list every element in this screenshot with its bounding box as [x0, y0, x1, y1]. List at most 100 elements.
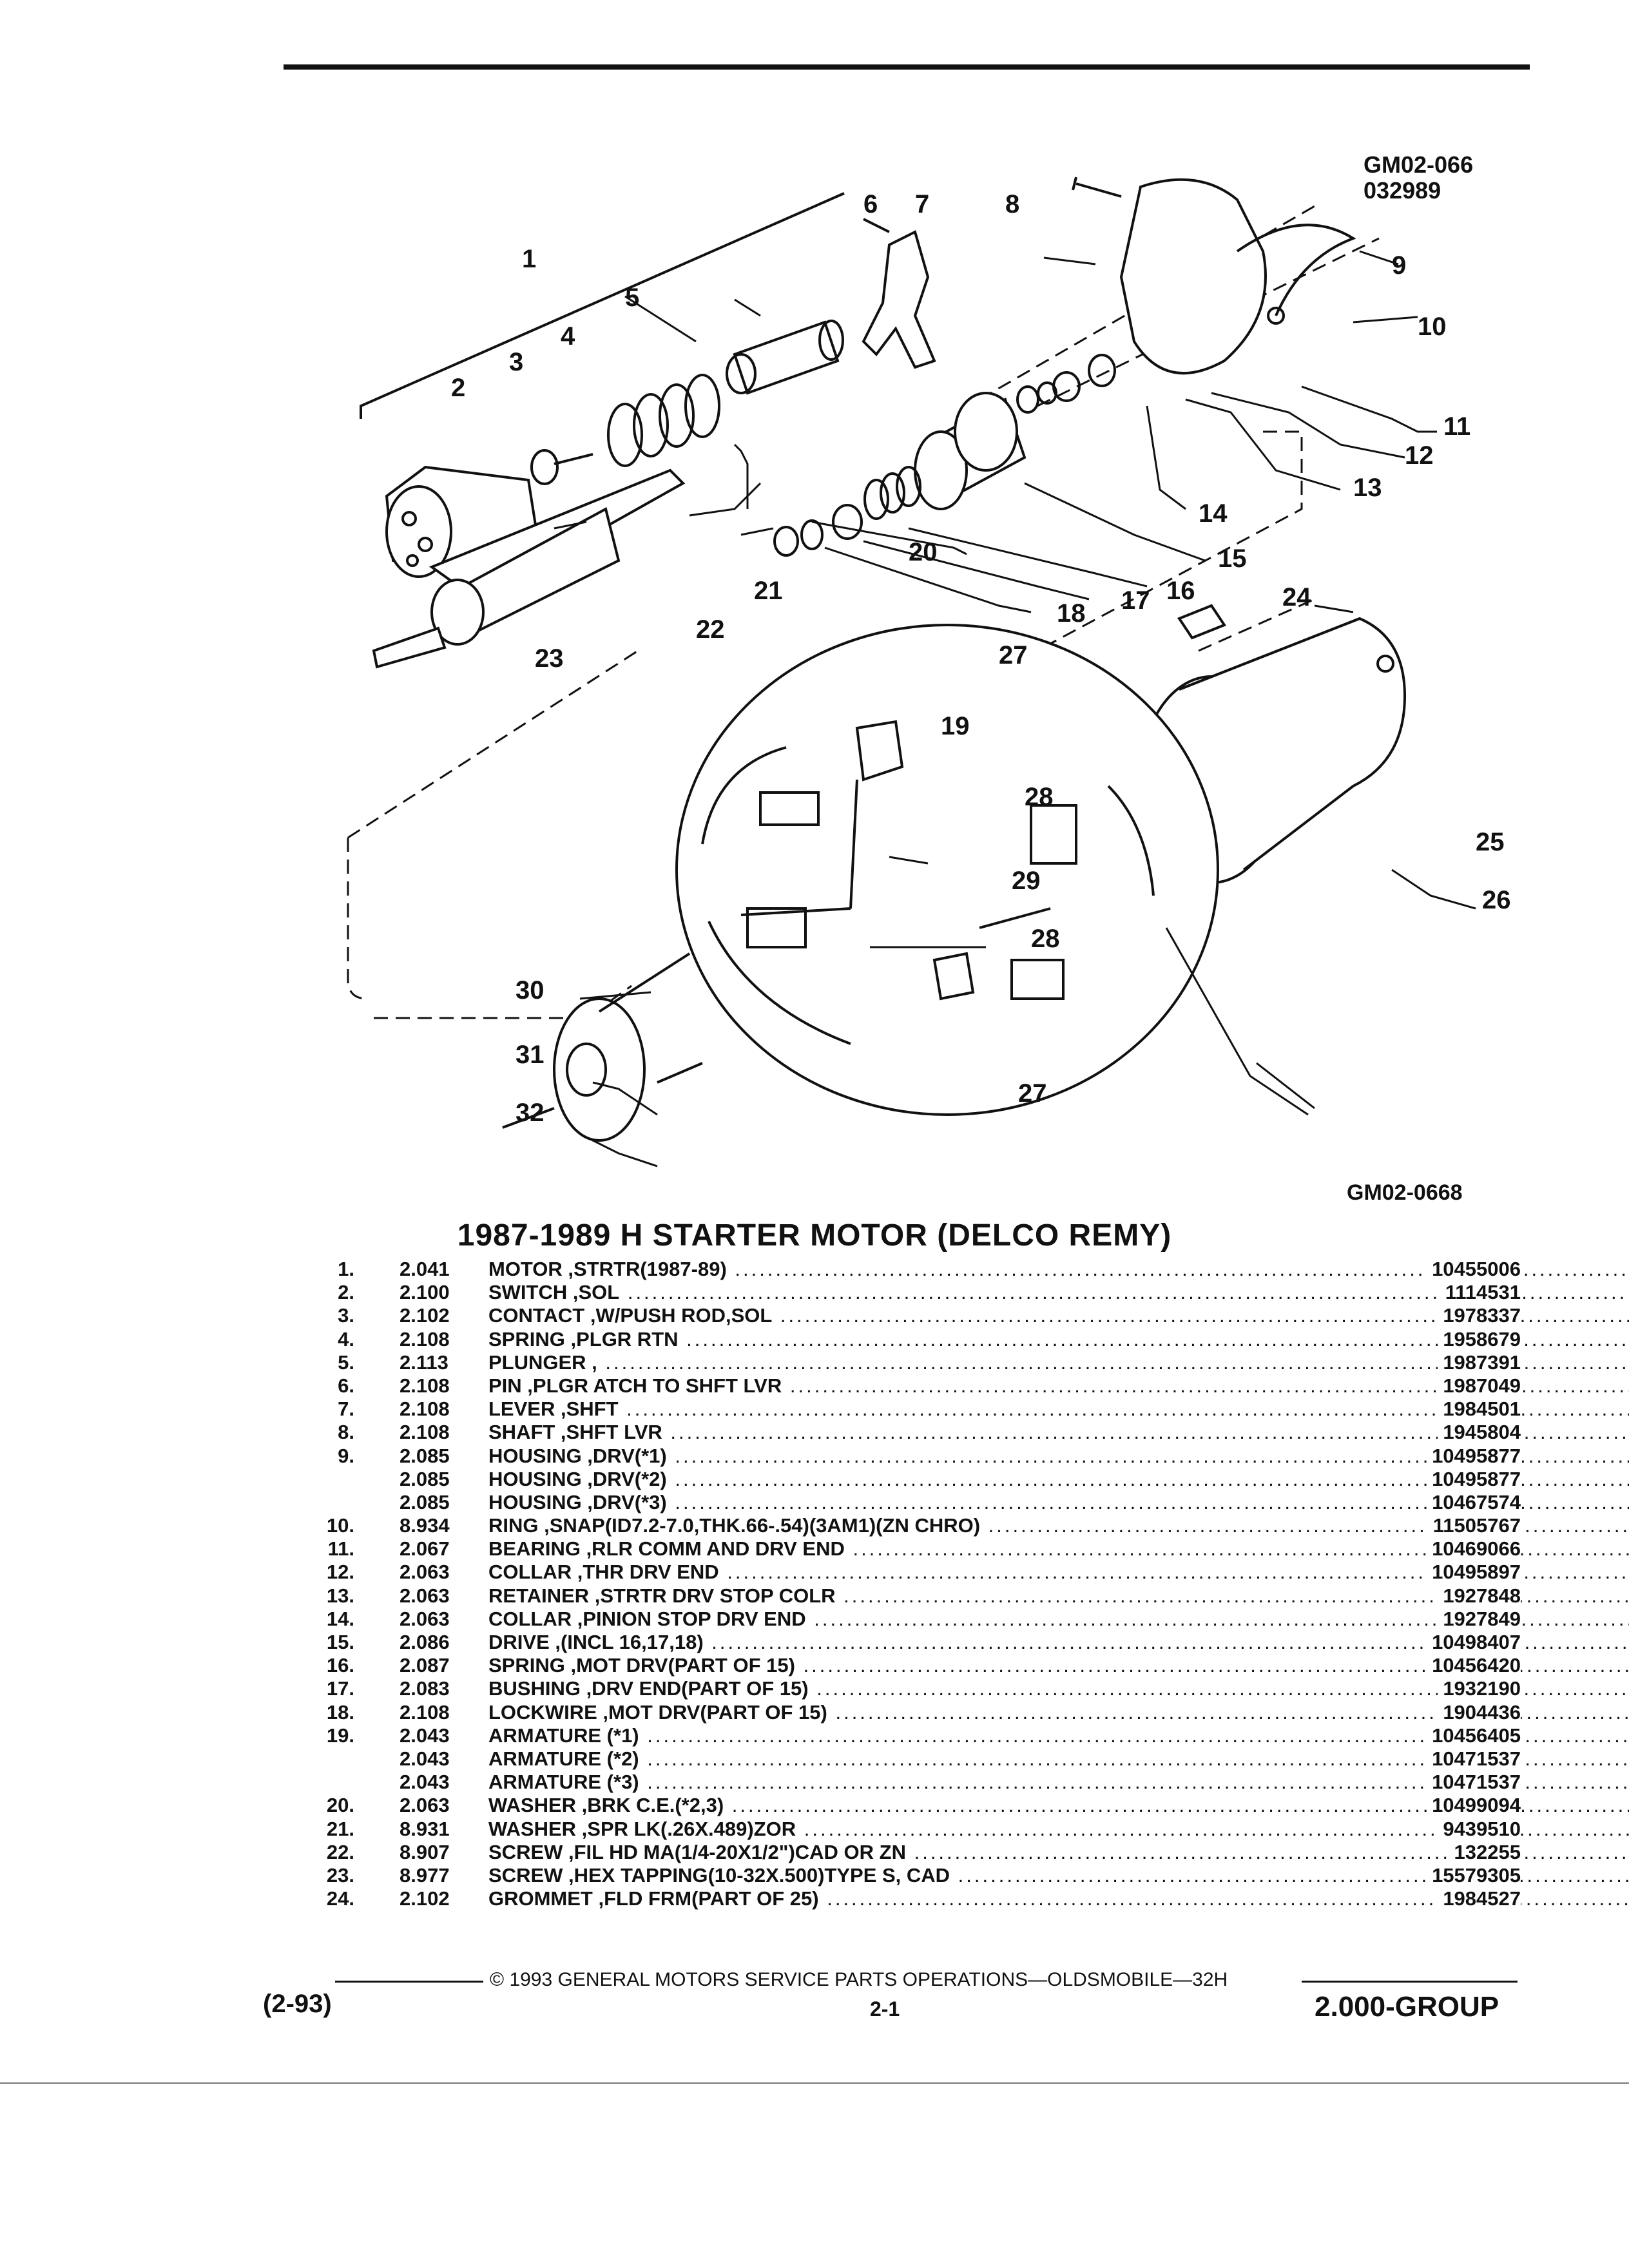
- copyright-text: © 1993 GENERAL MOTORS SERVICE PARTS OPER…: [490, 1969, 1228, 1990]
- part-number: 11505767: [1427, 1514, 1521, 1538]
- callout-10: 10: [1418, 312, 1447, 341]
- part-description: BEARING ,RLR COMM AND DRV END: [488, 1537, 1629, 1561]
- part-number: 10471537: [1427, 1747, 1521, 1771]
- callout-26: 26: [1482, 886, 1511, 914]
- part-description: SCREW ,FIL HD MA(1/4-20X1/2")CAD OR ZN: [488, 1841, 1629, 1864]
- group-code: 2.043: [400, 1747, 450, 1770]
- item-number: 8.: [338, 1421, 354, 1444]
- part-description: GROMMET ,FLD FRM(PART OF 25): [488, 1887, 1629, 1910]
- item-number: 19.: [326, 1724, 354, 1747]
- part-description: HOUSING ,DRV(*3): [488, 1491, 1629, 1514]
- item-number: 20.: [326, 1794, 354, 1817]
- footer-rule-left: [335, 1981, 483, 1983]
- shift-lever: [862, 230, 936, 369]
- item-number: 4.: [338, 1327, 354, 1350]
- part-description: SCREW ,HEX TAPPING(10-32X.500)TYPE S, CA…: [488, 1864, 1629, 1887]
- callout-12: 12: [1405, 441, 1434, 470]
- part-number: 10471537: [1427, 1771, 1521, 1794]
- callout-5: 5: [625, 284, 639, 312]
- group-code: 2.102: [400, 1887, 450, 1910]
- callout-17: 17: [1121, 586, 1150, 615]
- group-code: 2.085: [400, 1467, 450, 1490]
- part-description: ARMATURE (*2): [488, 1747, 1629, 1771]
- part-number: 1945804: [1438, 1421, 1521, 1445]
- pinion-stop-collar: [1016, 385, 1039, 414]
- callout-27a: 27: [999, 641, 1028, 669]
- callout-22: 22: [696, 615, 725, 644]
- callout-8: 8: [1005, 190, 1019, 218]
- callout-14: 14: [1199, 499, 1228, 528]
- plunger: [726, 320, 844, 395]
- group-code: 2.108: [400, 1700, 450, 1724]
- group-label: 2.000-GROUP: [1315, 1991, 1499, 2023]
- reference-codes: GM02-066 032989: [1364, 152, 1473, 204]
- top-rule: [284, 64, 1530, 70]
- part-description: SHAFT ,SHFT LVR: [488, 1421, 1629, 1444]
- group-code: 2.043: [400, 1724, 450, 1747]
- part-description: WASHER ,SPR LK(.26X.489)ZOR: [488, 1818, 1629, 1841]
- item-number: 24.: [326, 1887, 354, 1910]
- part-description: COLLAR ,PINION STOP DRV END: [488, 1608, 1629, 1631]
- part-number: 1904436: [1438, 1700, 1521, 1724]
- callout-30: 30: [516, 976, 545, 1004]
- group-code: 2.085: [400, 1444, 450, 1467]
- item-number: 10.: [326, 1514, 354, 1537]
- callout-28a: 28: [1025, 783, 1054, 811]
- group-code: 2.086: [400, 1631, 450, 1653]
- callout-31: 31: [516, 1041, 545, 1069]
- brake-washer: [773, 526, 799, 557]
- lever-shaft: [1072, 177, 1122, 198]
- group-code: 8.934: [400, 1514, 450, 1537]
- part-number: 10455006: [1427, 1258, 1521, 1281]
- callout-27b: 27: [1018, 1079, 1047, 1108]
- part-description: CONTACT ,W/PUSH ROD,SOL: [488, 1304, 1629, 1327]
- callout-24: 24: [1282, 583, 1311, 611]
- part-description: PLUNGER ,: [488, 1351, 1629, 1374]
- group-code: 2.041: [400, 1258, 450, 1280]
- footer-rule-right: [1302, 1981, 1518, 1983]
- item-number: 13.: [326, 1584, 354, 1607]
- part-number: 10456420: [1427, 1654, 1521, 1678]
- callout-25: 25: [1476, 828, 1505, 856]
- callout-1: 1: [522, 245, 536, 273]
- callout-29: 29: [1012, 867, 1041, 895]
- motor-assembly-bracket: [360, 192, 845, 419]
- drive-housing: [1119, 178, 1356, 375]
- callout-13: 13: [1353, 474, 1382, 502]
- item-number: 3.: [338, 1304, 354, 1327]
- group-code: 2.085: [400, 1490, 450, 1514]
- group-code: 2.108: [400, 1327, 450, 1350]
- part-description: SWITCH ,SOL: [488, 1281, 1629, 1304]
- part-description: HOUSING ,DRV(*2): [488, 1468, 1629, 1491]
- part-number: 1978337: [1438, 1304, 1521, 1328]
- page-number: 2-1: [870, 1997, 900, 2021]
- part-number: 1927848: [1438, 1584, 1521, 1608]
- item-number: 11.: [327, 1537, 354, 1561]
- part-number: 132255: [1449, 1840, 1521, 1864]
- item-number: 22.: [326, 1840, 354, 1863]
- grommet: [1177, 604, 1227, 640]
- part-description: ARMATURE (*1): [488, 1724, 1629, 1747]
- group-code: 2.063: [400, 1561, 450, 1584]
- item-number: 12.: [326, 1561, 354, 1584]
- group-code: 2.067: [400, 1537, 450, 1561]
- item-number: 14.: [326, 1607, 354, 1630]
- group-code: 2.063: [400, 1584, 450, 1607]
- revision-date: (2-93): [263, 1990, 332, 2018]
- part-description: SPRING ,PLGR RTN: [488, 1328, 1629, 1351]
- part-description: DRIVE ,(INCL 16,17,18): [488, 1631, 1629, 1654]
- armature: [372, 468, 686, 669]
- callout-21: 21: [754, 577, 783, 605]
